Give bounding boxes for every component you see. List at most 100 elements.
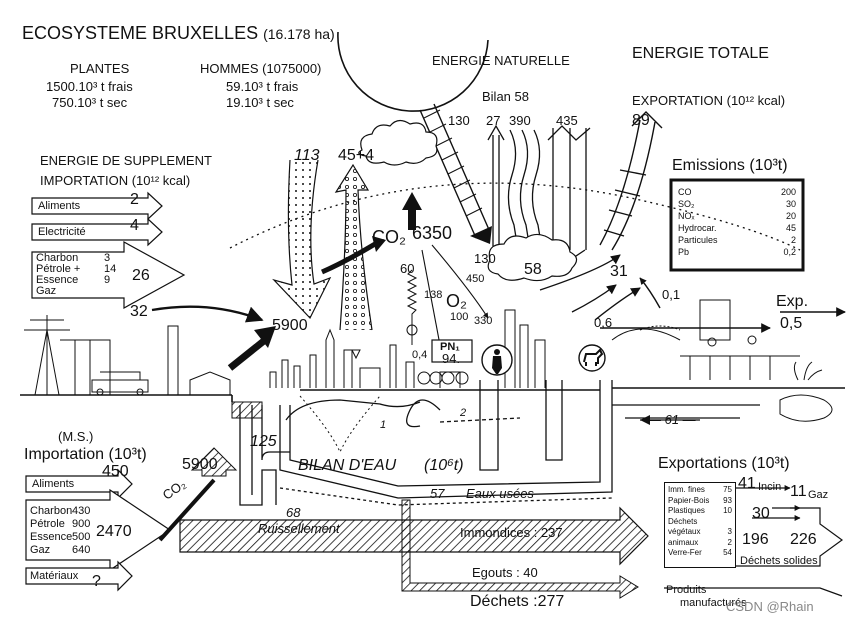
export-solides: Déchets solides bbox=[740, 555, 818, 567]
sun-icon bbox=[337, 31, 489, 112]
ms-label: (M.S.) bbox=[58, 429, 94, 444]
fuel-label-essence: Essence bbox=[36, 274, 79, 286]
flow-1: 1 bbox=[380, 419, 387, 431]
arrow-61 bbox=[640, 415, 700, 425]
import-arrows bbox=[25, 468, 172, 592]
export-196: 196 bbox=[742, 531, 769, 548]
eau-57: 57 bbox=[430, 486, 445, 501]
bilan-label: Bilan 58 bbox=[482, 89, 529, 104]
export-30: 30 bbox=[752, 505, 770, 522]
eau-unit: (10⁶t) bbox=[424, 457, 464, 474]
ms-fuel-values: 430 900 500 640 bbox=[72, 505, 91, 556]
flow-113: 113 bbox=[294, 147, 320, 164]
eau-68: 68 bbox=[286, 505, 301, 520]
flow-0-1: 0,1 bbox=[662, 287, 681, 302]
area-text: (16.178 ha) bbox=[263, 26, 335, 42]
exportations-title: Exportations (10³t) bbox=[658, 455, 790, 472]
ground-line bbox=[20, 387, 845, 402]
ms-450: 450 bbox=[102, 463, 129, 480]
arrow-5900-bottom bbox=[158, 447, 238, 542]
emissions-frame bbox=[669, 178, 805, 272]
supp-fuels-total: 26 bbox=[132, 267, 150, 284]
person-icon bbox=[481, 344, 513, 376]
emission-row: Hydrocar.45 bbox=[678, 223, 796, 233]
flow-450: 450 bbox=[466, 273, 485, 285]
supp-fuel-labels: Charbon Pétrole + Essence Gaz bbox=[36, 253, 80, 297]
arrow-113 bbox=[272, 159, 332, 320]
fuel-value-charbon: 3 bbox=[104, 252, 111, 264]
spring-60 bbox=[406, 269, 418, 345]
arrow-6350-down bbox=[421, 244, 489, 346]
ms-materiaux-value: ? bbox=[92, 573, 101, 590]
watermark: CSDN @Rhain bbox=[726, 599, 814, 614]
flow-60: 60 bbox=[400, 261, 415, 276]
supp-electricite-label: Electricité bbox=[38, 226, 86, 238]
fuel-value-petrole: 14 bbox=[104, 263, 117, 275]
cloud-co2 bbox=[358, 119, 438, 166]
export-226: 226 bbox=[790, 531, 817, 548]
energie-naturelle-label: ENERGIE NATURELLE bbox=[432, 53, 570, 68]
hommes-line2: 19.10³ t sec bbox=[226, 95, 294, 110]
ms-importation: Importation (10³t) bbox=[24, 446, 147, 463]
fuel-value-gaz: 9 bbox=[104, 274, 111, 286]
flow-arrows-right bbox=[539, 254, 846, 333]
plantes-label: PLANTES bbox=[70, 61, 130, 76]
co2-arrow bbox=[321, 236, 386, 275]
water-pipe bbox=[239, 380, 760, 506]
emissions-title: Emissions (10³t) bbox=[672, 157, 788, 174]
flow-pn: PN₁ bbox=[440, 341, 460, 353]
egouts-arrow bbox=[401, 499, 639, 599]
ms-fuel-labels: Charbon Pétrole Essence Gaz bbox=[30, 505, 73, 556]
flow-138: 138 bbox=[424, 289, 443, 301]
flow-100: 100 bbox=[450, 311, 469, 323]
natural-input-27: 27 bbox=[486, 113, 501, 128]
export-energy-arrow bbox=[599, 111, 663, 251]
ms-materiaux: Matériaux bbox=[30, 570, 79, 582]
supp-electricite-value: 4 bbox=[130, 217, 139, 234]
fuel-label-gaz: Gaz bbox=[36, 285, 57, 297]
export-manufactures: manufacturés bbox=[680, 597, 747, 609]
natural-input-130: 130 bbox=[448, 113, 470, 128]
export-89: 89 bbox=[632, 112, 650, 129]
export-solid-arrows bbox=[664, 485, 844, 597]
flow-0-5: 0,5 bbox=[780, 315, 803, 332]
export-incin: Incin bbox=[758, 481, 782, 493]
flow-94: 94. bbox=[442, 351, 461, 366]
eau-bilan: BILAN D'EAU bbox=[298, 457, 397, 474]
arrow-32 bbox=[151, 305, 264, 323]
dechets-immondices: Immondices : 237 bbox=[460, 525, 563, 540]
plantes-line1: 1500.10³ t frais bbox=[46, 79, 133, 94]
fuel-label-charbon: Charbon bbox=[36, 252, 79, 264]
arrow-45-4 bbox=[334, 163, 373, 331]
supp-aliments-label: Aliments bbox=[38, 200, 81, 212]
export-41: 41 bbox=[738, 475, 756, 492]
flow-exp: Exp. bbox=[776, 293, 809, 310]
fuel-label-petrole: Pétrole + bbox=[36, 263, 81, 275]
hommes-line1: 59.10³ t frais bbox=[226, 79, 299, 94]
energie-totale-label: ENERGIE TOTALE bbox=[632, 45, 769, 62]
supp-fuel-values: 3 14 9 bbox=[104, 253, 116, 286]
supplement-arrows bbox=[31, 191, 186, 310]
supp-total-32: 32 bbox=[130, 303, 148, 320]
export-row: Déchets bbox=[668, 516, 698, 526]
aquifer-funnel bbox=[299, 395, 381, 454]
flow-45-4: 45+4 bbox=[338, 147, 375, 164]
supplement-title: ENERGIE DE SUPPLEMENT bbox=[40, 153, 212, 168]
atmosphere-dome bbox=[229, 182, 801, 251]
ms-total-2470: 2470 bbox=[96, 523, 132, 540]
eau-125: 125 bbox=[250, 433, 277, 450]
ms-aliments: Aliments bbox=[32, 478, 75, 490]
dechets-total: Déchets :277 bbox=[470, 593, 565, 610]
